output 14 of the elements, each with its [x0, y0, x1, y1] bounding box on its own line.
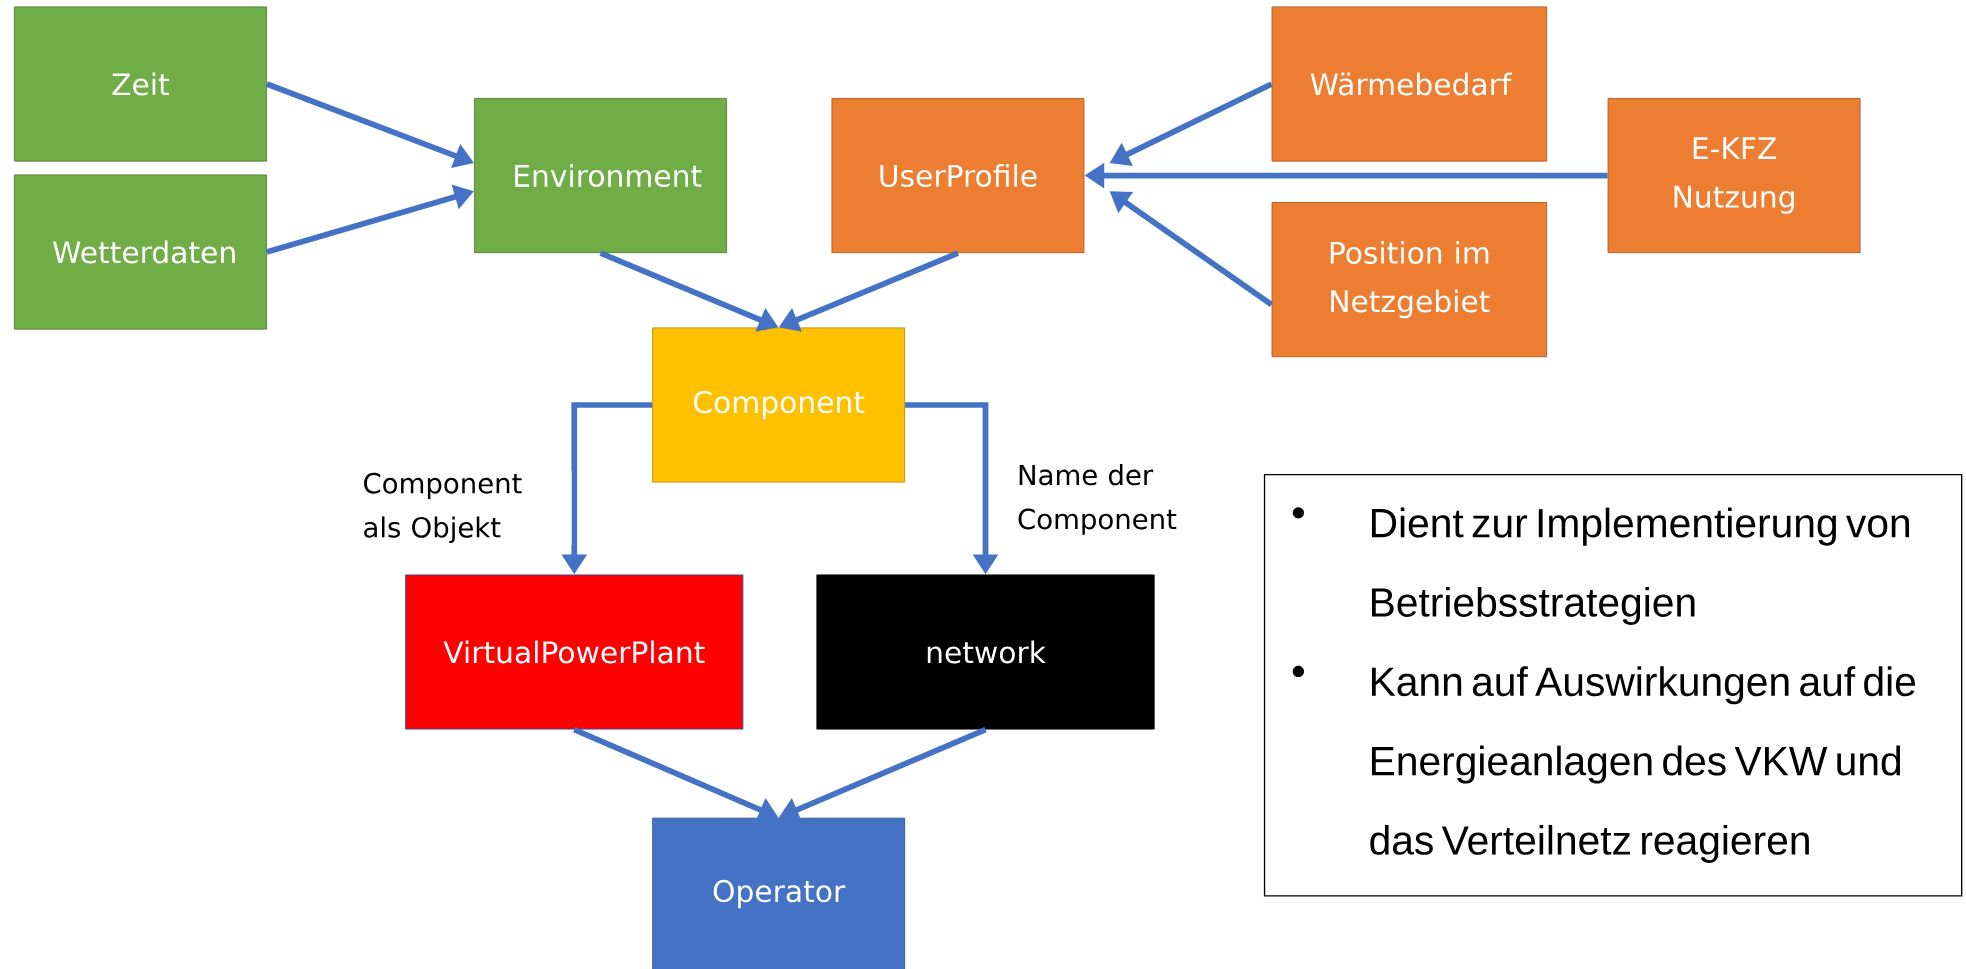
text-box: Dient zur Implementierung von Betriebsstrategien Kann auf Auswirkungen auf die Energieanlagen des VKW und das Verteilnetz reagieren — [1263, 473, 1963, 897]
process-box: E-KFZ Nutzung — [1607, 97, 1861, 253]
process-box: Wetterdaten — [14, 174, 267, 330]
edge-label: Component als Objekt — [364, 472, 522, 543]
process-box: Environment — [474, 97, 728, 253]
process-box: VirtualPowerPlant — [405, 574, 744, 730]
process-box: Component — [652, 327, 906, 483]
process-box: Zeit — [14, 6, 267, 162]
process-box: Position im Netzgebiet — [1271, 201, 1548, 358]
process-box: network — [816, 574, 1155, 730]
process-box: Wärmebedarf — [1271, 6, 1548, 162]
edge-label: Name der Component — [1018, 463, 1177, 535]
process-box: Operator — [652, 817, 906, 969]
process-box: UserProfile — [831, 97, 1085, 253]
